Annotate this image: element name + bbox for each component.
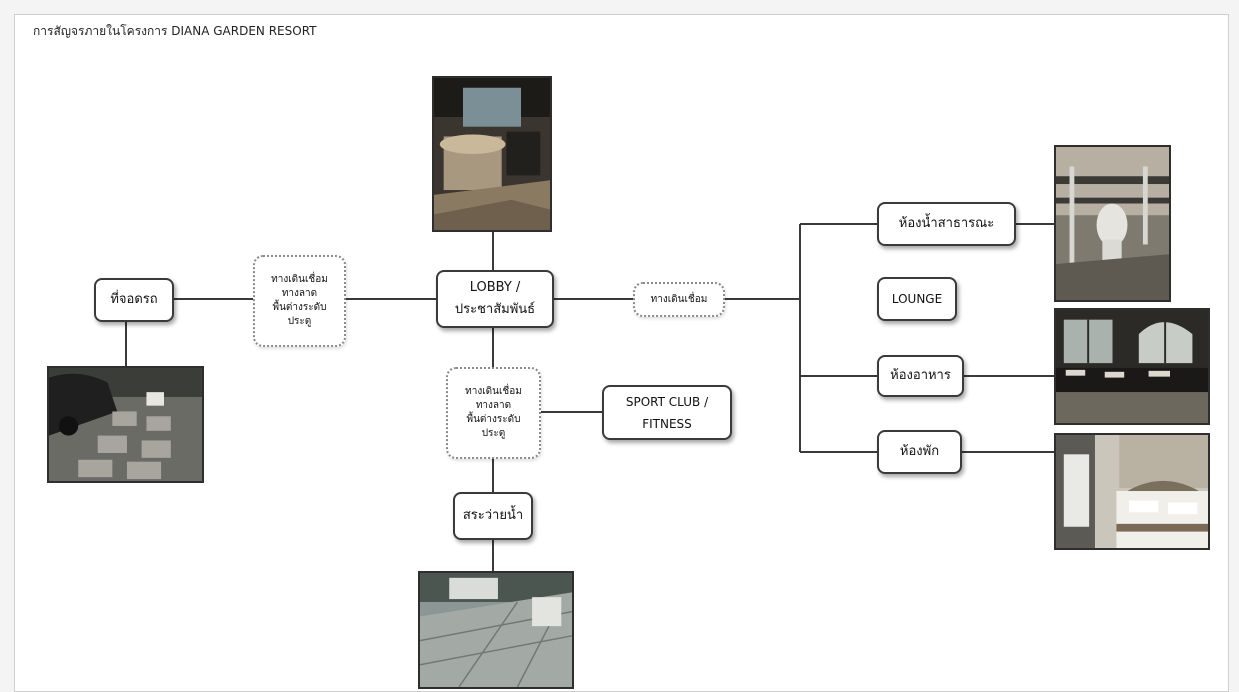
node-restroom-label: ห้องน้ำสาธารณะ [898,216,995,231]
restroom-photo [1054,145,1171,302]
node-walkway-right: ทางเดินเชื่อม [633,282,725,317]
diagram-title: การสัญจรภายในโครงการ DIANA GARDEN RESORT [33,24,317,38]
pool-photo [418,571,574,689]
node-parking: ที่จอดรถ [94,278,174,322]
node-walkway-left: ทางเดินเชื่อม ทางลาด พื้นต่างระดับ ประตู [253,255,346,347]
lobby-photo [432,76,552,232]
node-restroom: ห้องน้ำสาธารณะ [877,202,1016,246]
node-walkway-bottom-label: ทางเดินเชื่อม ทางลาด พื้นต่างระดับ ประตู [465,386,522,439]
parking-photo [47,366,204,483]
node-pool-label: สระว่ายน้ำ [462,508,524,523]
node-sport-club-label: SPORT CLUB / FITNESS [625,394,709,431]
guest-room-photo [1054,433,1210,550]
node-lobby: LOBBY / ประชาสัมพันธ์ [436,270,554,328]
node-guest-room-label: ห้องพัก [899,444,940,459]
node-restaurant-label: ห้องอาหาร [890,368,951,383]
node-sport-club: SPORT CLUB / FITNESS [602,385,732,440]
restaurant-photo [1054,308,1210,425]
node-walkway-bottom: ทางเดินเชื่อม ทางลาด พื้นต่างระดับ ประตู [446,367,541,459]
node-pool: สระว่ายน้ำ [453,492,533,540]
node-guest-room: ห้องพัก [877,430,962,474]
node-walkway-right-label: ทางเดินเชื่อม [650,293,708,305]
node-parking-label: ที่จอดรถ [110,292,158,307]
node-lobby-label: LOBBY / ประชาสัมพันธ์ [454,280,536,317]
node-lounge-label: LOUNGE [891,292,943,306]
diagram-frame [14,14,1229,692]
node-restaurant: ห้องอาหาร [877,355,964,397]
node-walkway-left-label: ทางเดินเชื่อม ทางลาด พื้นต่างระดับ ประตู [271,274,328,327]
node-lounge: LOUNGE [877,277,957,321]
